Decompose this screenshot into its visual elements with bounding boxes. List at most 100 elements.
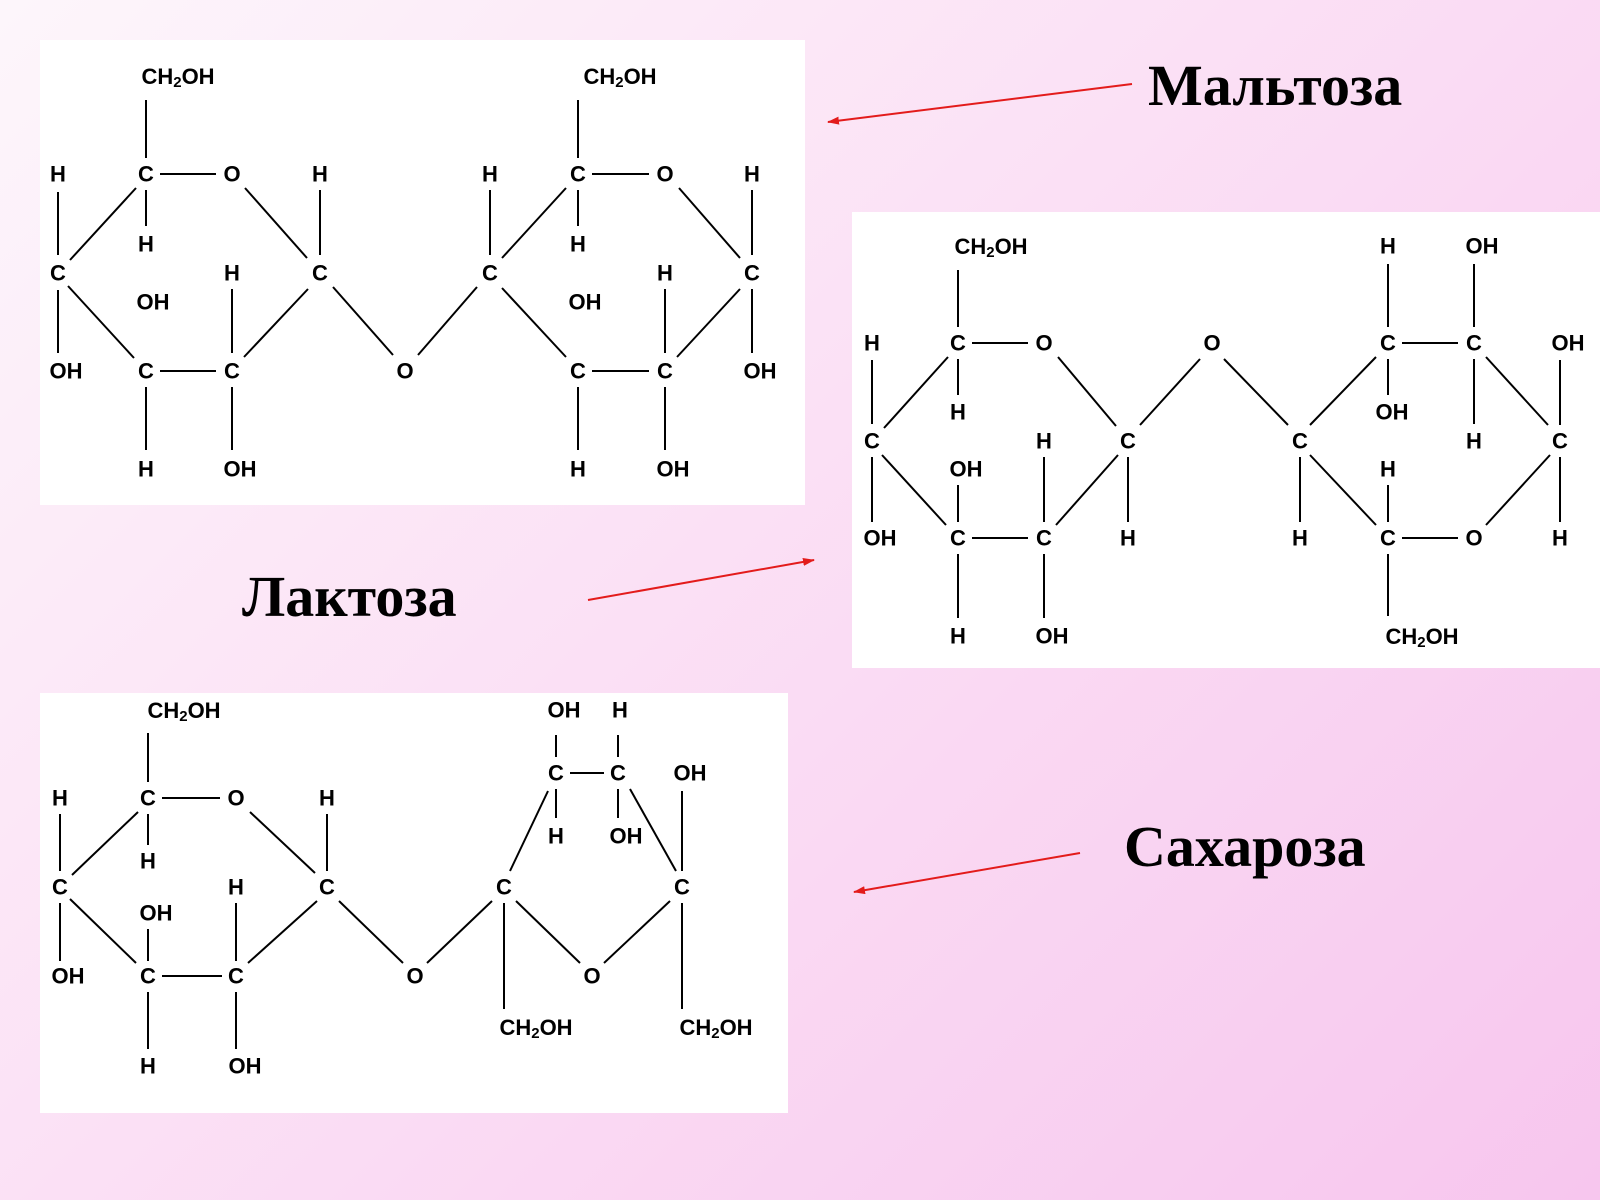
sucrose-bond <box>249 811 316 874</box>
lactose-atom-carbon: C <box>1036 526 1052 551</box>
sucrose-atom-hydroxyl: OH <box>52 964 85 989</box>
sucrose-bond <box>509 790 549 872</box>
lactose-atom-hydrogen: H <box>1036 429 1052 454</box>
sucrose-bond <box>603 900 671 964</box>
sucrose-atom-oxygen: O <box>227 786 244 811</box>
lactose-atom-carbon: C <box>1380 526 1396 551</box>
sucrose-atom-carbon: C <box>319 875 335 900</box>
maltose-atom-hydroxymethyl: CH2OH <box>141 64 214 91</box>
lactose-atom-hydroxyl: OH <box>1376 400 1409 425</box>
sucrose-atom-oxygen: O <box>583 964 600 989</box>
maltose-atom-carbon: C <box>570 359 586 384</box>
lactose-atom-hydroxyl: OH <box>1036 624 1069 649</box>
lactose-atom-hydrogen: H <box>1466 429 1482 454</box>
lactose-atom-oxygen: O <box>1203 331 1220 356</box>
lactose-bond <box>1309 356 1377 426</box>
lactose-atom-oxygen: O <box>1035 331 1052 356</box>
maltose-atom-oxygen: O <box>396 359 413 384</box>
maltose-atom-hydroxyl: OH <box>657 457 690 482</box>
sucrose-label: Сахароза <box>1124 814 1366 879</box>
maltose-atom-hydrogen: H <box>482 162 498 187</box>
lactose-atom-hydrogen: H <box>1380 457 1396 482</box>
lactose-atom-oxygen: O <box>1465 526 1482 551</box>
maltose-bond <box>676 288 741 358</box>
lactose-atom-carbon: C <box>1292 429 1308 454</box>
maltose-bond <box>243 288 309 358</box>
lactose-atom-hydrogen: H <box>950 624 966 649</box>
sucrose-atom-hydroxyl: OH <box>140 901 173 926</box>
lactose-atom-hydrogen: H <box>864 331 880 356</box>
maltose-atom-oxygen: O <box>223 162 240 187</box>
sucrose-bond <box>426 900 493 964</box>
maltose-atom-hydrogen: H <box>138 232 154 257</box>
lactose-atom-carbon: C <box>1466 331 1482 356</box>
maltose-arrow <box>827 83 1133 125</box>
maltose-atom-hydrogen: H <box>224 261 240 286</box>
maltose-atom-hydrogen: H <box>657 261 673 286</box>
lactose-atom-hydrogen: H <box>1552 526 1568 551</box>
maltose-atom-hydroxyl: OH <box>50 359 83 384</box>
sucrose-atom-hydrogen: H <box>52 786 68 811</box>
sucrose-atom-hydroxyl: OH <box>610 824 643 849</box>
maltose-atom-carbon: C <box>50 261 66 286</box>
maltose-atom-carbon: C <box>657 359 673 384</box>
lactose-atom-hydrogen: H <box>1120 526 1136 551</box>
sucrose-atom-carbon: C <box>228 964 244 989</box>
maltose-atom-hydrogen: H <box>570 232 586 257</box>
sucrose-bond <box>338 900 404 964</box>
lactose-atom-hydroxyl: OH <box>864 526 897 551</box>
maltose-atom-hydroxyl: OH <box>744 359 777 384</box>
lactose-atom-carbon: C <box>950 526 966 551</box>
maltose-atom-hydrogen: H <box>50 162 66 187</box>
lactose-bond <box>1139 358 1201 426</box>
maltose-atom-hydrogen: H <box>570 457 586 482</box>
lactose-bond <box>1485 454 1551 526</box>
lactose-bond <box>1223 358 1289 426</box>
maltose-bond <box>501 287 567 358</box>
maltose-atom-carbon: C <box>138 359 154 384</box>
lactose-atom-carbon: C <box>864 429 880 454</box>
maltose-atom-hydrogen: H <box>138 457 154 482</box>
sucrose-atom-oxygen: O <box>406 964 423 989</box>
maltose-bond <box>244 187 308 259</box>
maltose-atom-carbon: C <box>224 359 240 384</box>
maltose-atom-hydroxyl: OH <box>569 290 602 315</box>
sucrose-atom-hydroxyl: OH <box>548 698 581 723</box>
sucrose-atom-carbon: C <box>52 875 68 900</box>
maltose-bond <box>332 286 394 356</box>
lactose-atom-hydroxymethyl: CH2OH <box>1385 624 1458 651</box>
sucrose-atom-hydroxyl: OH <box>229 1054 262 1079</box>
maltose-atom-carbon: C <box>482 261 498 286</box>
sucrose-atom-hydroxymethyl: CH2OH <box>147 698 220 725</box>
sucrose-atom-hydrogen: H <box>228 875 244 900</box>
lactose-atom-hydrogen: H <box>950 400 966 425</box>
sucrose-atom-carbon: C <box>140 786 156 811</box>
sucrose-bond <box>515 900 581 964</box>
maltose-atom-carbon: C <box>312 261 328 286</box>
maltose-bond <box>67 285 135 359</box>
lactose-atom-carbon: C <box>1380 331 1396 356</box>
lactose-atom-hydrogen: H <box>1380 234 1396 259</box>
sucrose-bond <box>69 898 137 964</box>
lactose-bond <box>883 356 949 429</box>
sucrose-atom-hydroxymethyl: CH2OH <box>679 1015 752 1042</box>
lactose-atom-hydroxyl: OH <box>1552 331 1585 356</box>
lactose-atom-hydroxyl: OH <box>1466 234 1499 259</box>
lactose-arrow <box>587 557 815 601</box>
maltose-atom-hydroxyl: OH <box>137 290 170 315</box>
sucrose-atom-carbon: C <box>496 875 512 900</box>
maltose-bond <box>417 286 478 356</box>
lactose-label: Лактоза <box>242 564 457 629</box>
sucrose-atom-hydrogen: H <box>612 698 628 723</box>
sucrose-atom-hydrogen: H <box>140 1054 156 1079</box>
maltose-atom-hydrogen: H <box>312 162 328 187</box>
sucrose-atom-carbon: C <box>610 761 626 786</box>
lactose-bond <box>1057 356 1117 427</box>
sucrose-atom-hydrogen: H <box>319 786 335 811</box>
maltose-atom-oxygen: O <box>656 162 673 187</box>
